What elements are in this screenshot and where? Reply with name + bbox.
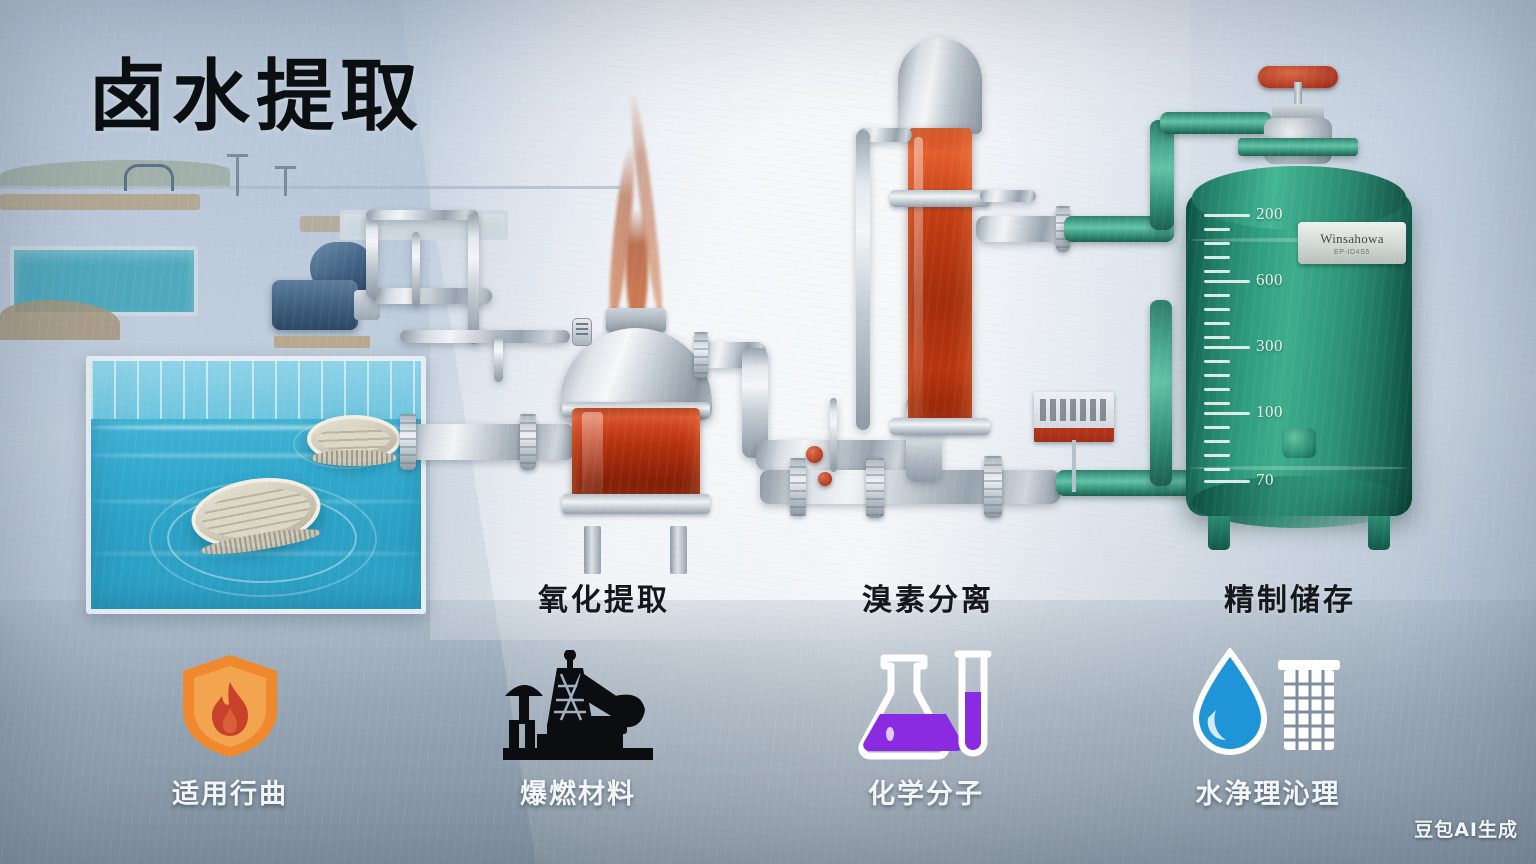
background-facility [0,150,620,360]
oxidation-vessel [556,88,716,574]
icon-cell-oil-derrick[interactable]: 爆燃材料 [478,650,678,811]
water-wave [91,453,421,458]
vapor-plume [626,208,648,328]
valve-indicator [806,446,823,463]
pool-tile-wall [91,361,421,419]
scale-number: 200 [1256,204,1283,223]
stage-label-oxidation: 氧化提取 [538,583,670,618]
nameplate-subtitle: EP-ID4S5 [1334,248,1370,256]
pipe-flange [520,414,536,470]
column-inlet-pipe [858,128,912,142]
ai-watermark: 豆包AI生成 [1414,819,1518,841]
brine-evaporation-pool [86,356,426,614]
column-ring [890,190,990,207]
water-wave [91,425,421,430]
dirt-mound [0,300,120,340]
facility-sign [1034,392,1114,492]
stage-label-separation: 溴素分离 [862,583,994,618]
pipe-flange [866,458,884,518]
utility-pole [227,154,248,196]
oil-derrick-icon [478,650,678,760]
flask-testtube-icon [826,650,1026,760]
utility-pole [275,166,296,196]
scale-number: 300 [1256,336,1283,355]
tank-seam [1190,466,1408,470]
green-top-pipe [1160,112,1272,134]
icon-cell-shield-flame[interactable]: 适用行曲 [130,650,330,811]
valve-handwheel [1258,66,1338,88]
pipe-flange [400,414,416,470]
green-riser-pipe [1150,120,1174,230]
tank-top-head [1192,166,1406,230]
valve-stem [1294,82,1302,108]
background-rig [124,164,174,191]
droplet-filter-icon [1168,648,1368,760]
icon-label-1: 适用行曲 [172,779,288,810]
nameplate-title: Winsahowa [1320,230,1384,246]
pipe-run [372,288,492,304]
pipe-branch [980,190,1036,202]
pipe-riser [412,232,420,306]
distant-hill [0,160,230,186]
pressure-gauge [572,318,592,346]
floating-skimmer [307,415,401,466]
scale-number: 70 [1256,470,1274,489]
pipe-riser [366,214,378,298]
pipe-drop [494,336,503,382]
process-icon-row: 适用行曲 [0,648,1536,850]
column-side-riser [856,130,870,430]
column-sight-tube [908,128,972,428]
icon-cell-water-filter[interactable]: 水浄理沁理 [1168,648,1368,811]
skimmer-grate [318,426,390,452]
pipe-riser [742,348,768,458]
valve-bonnet [1272,104,1324,122]
valve-indicator [818,472,832,486]
column-ring [890,418,990,435]
skimmer-rim [311,450,397,466]
tank-leg [1208,516,1230,550]
pipe-flange [984,456,1002,518]
page-title: 卤水提取 [88,52,425,142]
tank-leg [1368,516,1390,550]
pipe-header [366,210,478,220]
pump-base [274,336,370,348]
sign-post [1072,440,1076,492]
refined-storage-tank: 200 600 300 100 70 Winsahowa EP-ID4S5 [1186,166,1412,550]
icon-cell-chem-flask[interactable]: 化学分子 [826,650,1026,811]
instrument-tubing [830,398,837,472]
valve-flange-green [1238,138,1358,156]
icon-label-4: 水浄理沁理 [1195,779,1341,810]
pipe-run [400,330,570,343]
pipe-riser [468,214,479,344]
dirt-embankment [0,194,200,210]
tank-level-scale: 200 600 300 100 70 [1204,204,1283,489]
bromine-separation-column [890,38,990,448]
sign-board [1034,392,1114,442]
scale-number: 100 [1256,402,1283,421]
horizon-line [0,186,620,189]
tank-nameplate: Winsahowa EP-ID4S5 [1298,222,1406,264]
icon-label-3: 化学分子 [868,779,984,810]
vessel-leg [670,526,687,574]
pump-motor [272,280,358,330]
pipe-flange [790,458,806,516]
centrifugal-pump [272,238,402,348]
column-head [898,38,982,134]
stage-label-storage: 精制储存 [1224,583,1356,618]
scale-number: 600 [1256,270,1283,289]
green-downcomer [1150,300,1172,486]
vessel-leg [584,526,601,574]
vessel-band [562,494,710,514]
pipe-flange [694,332,708,378]
icon-label-2: 爆燃材料 [520,779,636,810]
tank-drain-nozzle [1282,428,1316,458]
main-feed-pipe [404,424,574,460]
vessel-sight-glass [572,408,700,500]
shield-flame-icon [130,650,330,760]
